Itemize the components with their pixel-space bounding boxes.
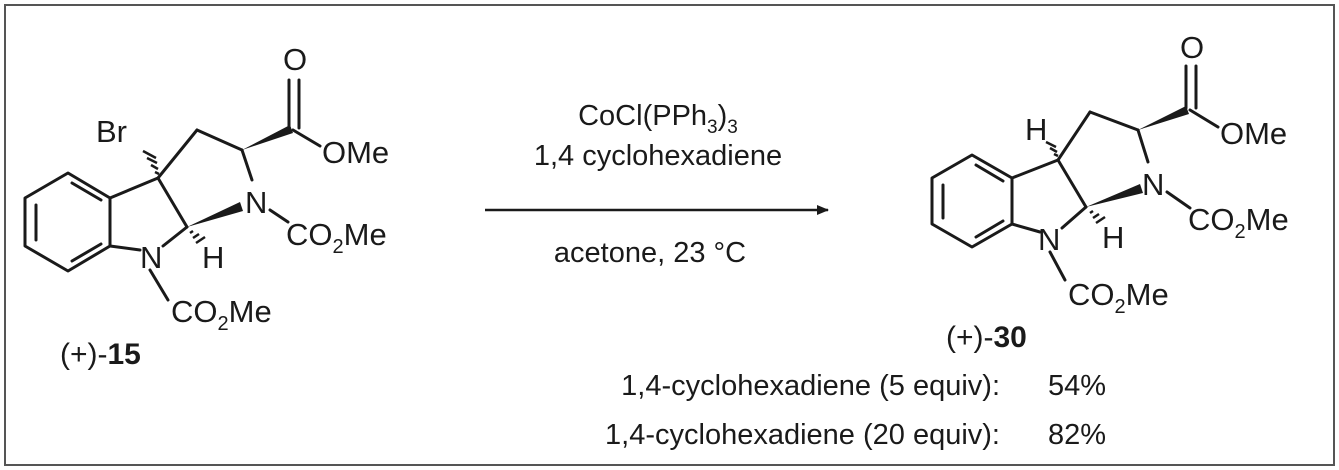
- prod-compound-label: (+)-30: [946, 321, 1027, 354]
- sm-benzene-ring: [23, 171, 112, 273]
- yield-condition-2: 1,4-cyclohexadiene (20 equiv):: [605, 419, 1000, 451]
- sm-wedge-bond: [187, 202, 243, 227]
- reagent-text: CoCl(PPh3)3: [578, 100, 738, 138]
- yield-table: 1,4-cyclohexadiene (5 equiv): 54% 1,4-cy…: [605, 370, 1106, 451]
- prod-wedge-bond: [1138, 106, 1189, 130]
- starting-material-structure: Br O OMe N CO2Me H N CO2Me (+)-15: [23, 42, 389, 371]
- sm-bond: [268, 208, 290, 224]
- sm-atom-ome: OMe: [322, 135, 389, 170]
- sm-hashed-bond: [189, 229, 206, 245]
- prod-atom-n-indoline: N: [1038, 222, 1060, 257]
- sm-atom-br: Br: [96, 114, 127, 149]
- sm-bond: [240, 148, 254, 182]
- prod-bond: [1010, 222, 1042, 234]
- prod-bond: [1165, 190, 1192, 210]
- yield-value-1: 54%: [1048, 370, 1106, 402]
- sm-bond: [108, 176, 160, 200]
- prod-atom-h: H: [1102, 220, 1124, 255]
- sm-hashed-bond: [142, 149, 160, 176]
- prod-benzene-inner-bond: [974, 163, 1005, 183]
- reaction-conditions: CoCl(PPh3)3 1,4 cyclohexadiene acetone, …: [485, 100, 829, 269]
- sm-atom-co2me: CO2Me: [286, 217, 387, 258]
- prod-wedge-bond: [1086, 184, 1143, 207]
- solvent-temp-text: acetone, 23 °C: [554, 237, 746, 269]
- sm-atom-n: N: [245, 185, 267, 220]
- prod-atom-n: N: [1142, 167, 1164, 202]
- additive-text: 1,4 cyclohexadiene: [534, 140, 782, 172]
- sm-bond: [291, 128, 322, 148]
- yield-value-2: 82%: [1048, 419, 1106, 451]
- sm-bond: [156, 176, 189, 229]
- prod-atom-co2me-bottom: CO2Me: [1068, 277, 1169, 318]
- prod-atom-o: O: [1180, 30, 1204, 65]
- prod-bond: [1056, 110, 1092, 162]
- sm-bond: [156, 128, 199, 180]
- prod-bond: [1188, 108, 1220, 129]
- prod-benzene-inner-bond: [974, 219, 1005, 239]
- prod-atom-h-top: H: [1025, 112, 1047, 147]
- prod-hashed-bond: [1045, 140, 1059, 158]
- sm-bond: [195, 128, 244, 152]
- prod-bond: [1088, 110, 1140, 132]
- prod-bond: [1048, 250, 1067, 282]
- prod-atom-ome: OMe: [1220, 116, 1287, 151]
- prod-bond: [1060, 205, 1088, 230]
- yield-condition-1: 1,4-cyclohexadiene (5 equiv):: [621, 370, 1000, 402]
- sm-bond: [161, 225, 189, 248]
- sm-bond: [148, 268, 170, 302]
- sm-wedge-bond: [242, 125, 293, 150]
- sm-compound-label: (+)-15: [60, 338, 141, 371]
- scheme-frame: [4, 4, 1335, 466]
- sm-atom-n-indoline: N: [140, 240, 162, 275]
- prod-bond: [1136, 128, 1150, 164]
- product-structure: H O OMe N CO2Me H N CO2Me (+)-30: [930, 30, 1289, 354]
- prod-atom-co2me: CO2Me: [1188, 202, 1289, 243]
- sm-benzene-inner-bond: [70, 181, 103, 202]
- sm-atom-o: O: [283, 42, 307, 77]
- prod-bond: [1056, 158, 1088, 209]
- sm-atom-co2me-bottom: CO2Me: [171, 294, 272, 335]
- sm-atom-h: H: [202, 240, 224, 275]
- sm-benzene-inner-bond: [70, 242, 103, 263]
- prod-hashed-bond: [1089, 209, 1106, 225]
- prod-bond: [1010, 158, 1060, 180]
- sm-bond: [108, 244, 142, 252]
